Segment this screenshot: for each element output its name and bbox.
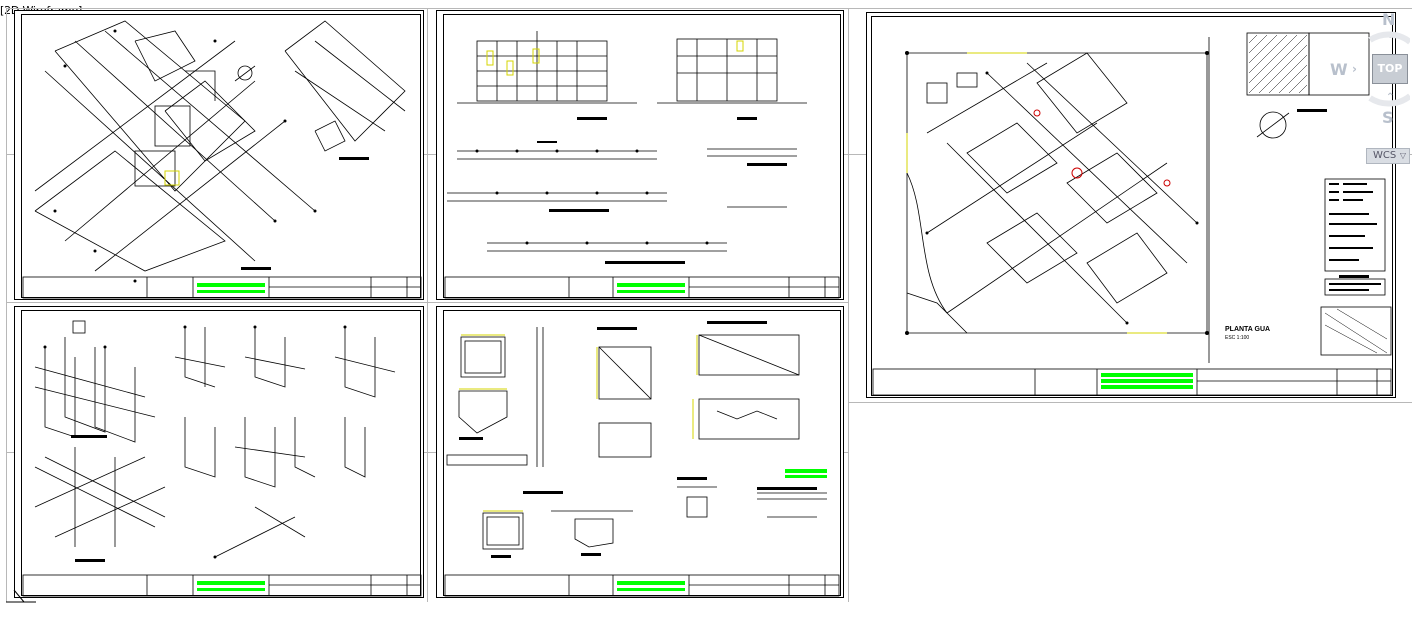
site-plan-sublabel: ESC 1:100 (1225, 335, 1249, 341)
drawing-sheet-isometrics[interactable] (14, 306, 424, 598)
ucs-icon (6, 589, 36, 603)
drawing-sheet-site-plan[interactable]: PLANTA GUA ESC 1:100 (866, 12, 1396, 398)
chevron-up-icon: ⌃ (1386, 92, 1395, 103)
sheet-border (443, 14, 841, 298)
wcs-menu-button[interactable]: WCS ▽ (1366, 148, 1410, 164)
south-label[interactable]: S (1382, 108, 1394, 127)
layout-gridline (848, 8, 849, 602)
layout-gridline (848, 8, 1412, 9)
west-label[interactable]: W (1330, 60, 1348, 79)
site-plan-label: PLANTA GUA (1225, 326, 1270, 333)
layout-gridline (427, 8, 428, 602)
sheet-border (443, 310, 841, 596)
dropdown-arrow-icon: ▽ (1399, 151, 1406, 160)
drawing-sheet-details[interactable] (436, 306, 844, 598)
sheet-border (21, 310, 421, 596)
layout-gridline (6, 8, 7, 602)
isometric-linework (22, 320, 422, 597)
north-label[interactable]: N (1382, 10, 1396, 29)
view-cube[interactable]: N ⌄ W › TOP ⌃ S (1318, 6, 1410, 136)
sheet-border (21, 14, 421, 298)
wcs-label: WCS (1373, 150, 1397, 161)
elevations-linework (444, 31, 840, 299)
drawing-sheet-floor-plan[interactable] (14, 10, 424, 300)
details-linework (444, 321, 840, 597)
view-cube-top-face[interactable]: TOP (1372, 54, 1408, 84)
site-plan-linework: PLANTA GUA ESC 1:100 (872, 32, 1392, 396)
chevron-right-icon: › (1352, 62, 1357, 76)
drawing-sheet-elevations[interactable] (436, 10, 844, 300)
floor-plan-linework (22, 20, 422, 299)
sheet-border (871, 16, 1393, 396)
layout-gridline (848, 402, 1412, 403)
compass-ring (1368, 31, 1410, 107)
